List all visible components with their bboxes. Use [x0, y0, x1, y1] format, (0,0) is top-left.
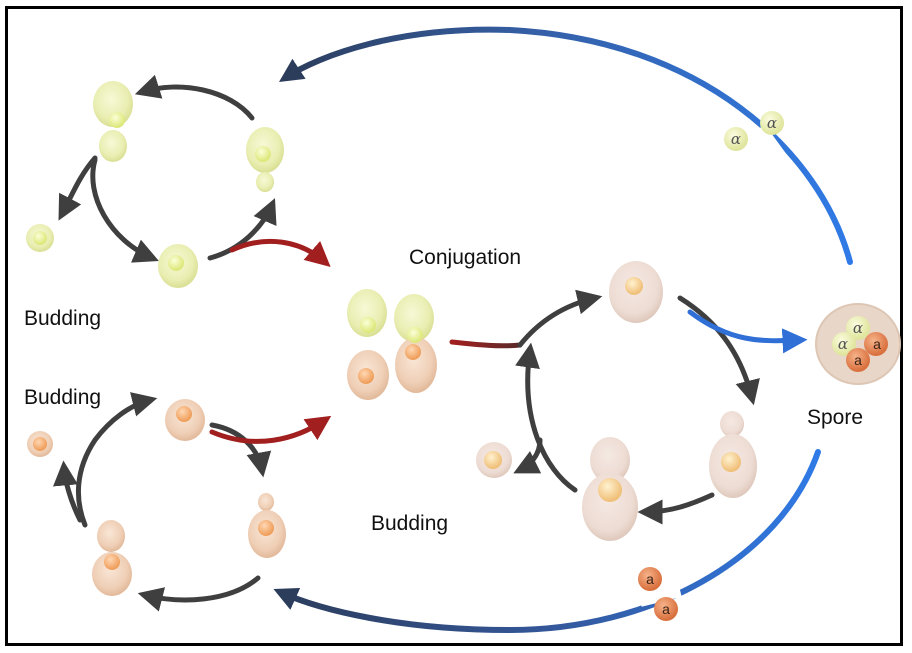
a-mother-cell-budding	[92, 520, 132, 596]
diploid-daughter-cell	[476, 442, 512, 478]
budding-label-top-left: Budding	[24, 307, 102, 330]
alpha-budding-cycle-arrows	[58, 74, 277, 263]
a-daughter-cell	[27, 431, 53, 457]
spore-return-arrow-top	[278, 26, 853, 265]
spore-alpha-left	[832, 332, 856, 356]
diploid-cell-with-bud	[709, 411, 757, 498]
diploid-budding-cycle-arrows	[513, 289, 760, 525]
conjugation-arrow-alpha	[229, 238, 331, 267]
released-alpha-spore-1-label: α	[731, 130, 741, 148]
a-haploid-cell-top	[165, 399, 205, 441]
conjugation-arrow-a	[209, 415, 332, 444]
alpha-cell-with-bud	[246, 127, 284, 192]
released-a-spore-2-label: a	[662, 601, 670, 617]
released-a-spores: a a	[638, 567, 678, 621]
spore-a-bottom	[846, 348, 870, 372]
diploid-cell-top	[609, 261, 663, 323]
conjugation-to-diploid-arrow	[449, 339, 523, 349]
conjugation-label: Conjugation	[409, 246, 522, 269]
a-cell-with-bud	[248, 493, 286, 558]
ascus-spore: α α a a	[815, 303, 901, 385]
released-alpha-spores: α α	[724, 111, 784, 151]
spore-label: Spore	[807, 406, 864, 429]
spore-a-right-label: a	[873, 336, 881, 352]
alpha-haploid-cell	[158, 244, 198, 288]
spore-alpha-left-label: α	[838, 335, 848, 353]
spore-alpha-top	[846, 316, 870, 340]
spore-a-right	[864, 332, 888, 356]
released-a-spore-1-label: a	[646, 571, 654, 587]
diploid-mother-cell-budding	[582, 437, 638, 541]
sporulation-arrow	[687, 309, 808, 354]
spore-alpha-top-label: α	[853, 319, 863, 337]
diagram-frame	[5, 6, 903, 646]
released-alpha-spore-2-label: α	[767, 114, 777, 132]
spore-a-bottom-label: a	[854, 352, 862, 368]
alpha-mother-cell-budding	[93, 81, 133, 162]
budding-label-bottom-left: Budding	[24, 386, 102, 409]
spore-return-arrow-bottom	[273, 449, 821, 634]
budding-label-center: Budding	[371, 512, 449, 535]
conjugating-cells	[347, 289, 437, 400]
alpha-daughter-cell	[26, 224, 54, 252]
